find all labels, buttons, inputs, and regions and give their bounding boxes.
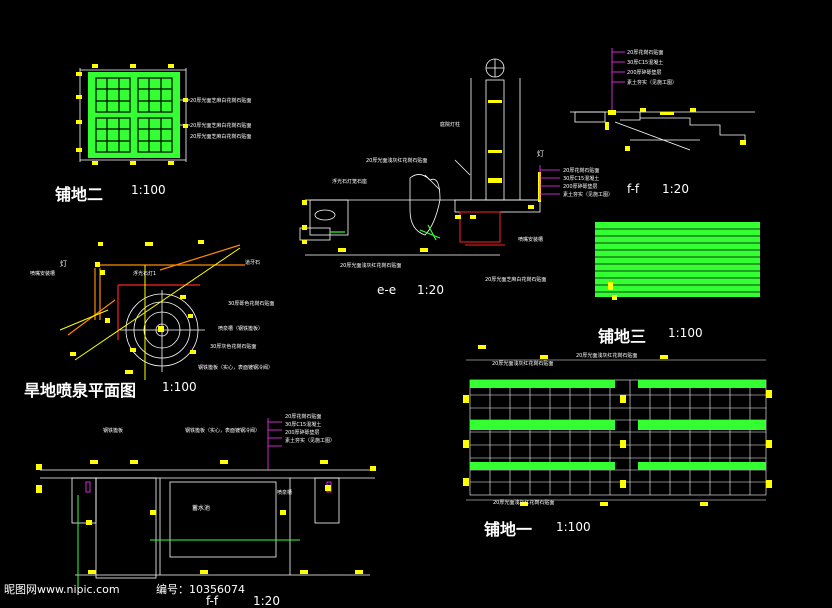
pave2-note-b: 20厚光面芝麻白花岗石贴面	[190, 123, 252, 129]
ee-top-note: 20厚光面浅灰红花岗石贴面	[366, 158, 428, 164]
ff-layer-4: 素土夯实（见施工图）	[627, 80, 678, 86]
fountain-ring-2: 喷泉槽（钢铁篦板）	[218, 326, 264, 332]
bottom-grate-detail-note: 钢铁篦板（实心，表面镀钢冷阀）	[185, 428, 261, 434]
ff-scale: 1:20	[662, 182, 689, 196]
ee-layer-2: 30厚C15混凝土	[563, 176, 600, 182]
fountain-scale: 1:100	[162, 380, 197, 394]
pave3-scale: 1:100	[668, 326, 703, 340]
fountain-nozzle-note: 喷嘴安装槽	[30, 271, 56, 277]
pave1-top-note-2: 20厚光面浅灰红花岗石贴面	[576, 353, 638, 359]
fountain-stone-note: 浮光石灯1	[133, 271, 157, 277]
pave1-top-note-1: 20厚光面浅灰红花岗石贴面	[492, 361, 554, 367]
ee-layer-4: 素土夯实（见施工图）	[563, 192, 614, 198]
pave2-grid	[76, 64, 190, 165]
pave1-title: 铺地一	[484, 520, 533, 539]
fountain-plan	[59, 240, 245, 380]
bottom-grate-note: 钢铁篦板	[103, 428, 124, 434]
ff-title: f-f	[627, 182, 640, 196]
fountain-ring-1: 30厚砾色花岗石贴面	[228, 301, 275, 307]
pave2-note-c: 20厚光面芝麻白花岗石贴面	[190, 134, 252, 140]
bottom-pool-label: 蓄水池	[192, 505, 211, 512]
pave3-title: 铺地三	[598, 327, 647, 346]
ee-lamp2-note: 灯	[537, 150, 544, 158]
ff-layer-2: 30厚C15混凝土	[627, 60, 664, 66]
bottom-drain-note: 喷泉槽	[277, 490, 293, 496]
ee-lamp-note: 庭院灯柱	[440, 122, 461, 128]
pave2-title: 铺地二	[55, 185, 104, 204]
bottom-layer-1: 20厚花岗石贴面	[285, 414, 322, 420]
ee-tree-note: 浮光石灯笼石座	[332, 179, 368, 185]
fountain-title: 旱地喷泉平面图	[24, 381, 137, 400]
pave3-note: 20厚光面芝麻白花岗石贴面	[485, 277, 547, 283]
ee-layer-1: 20厚花岗石贴面	[563, 168, 600, 174]
pave1-bottom-note: 20厚光面浅灰红花岗石贴面	[493, 500, 555, 506]
ff-layer-3: 200厚碎砾垫层	[627, 70, 662, 76]
pave3-brick	[595, 222, 760, 300]
fountain-ring-4: 钢铁篦板（实心，表面镀钢冷阀）	[198, 365, 274, 371]
pave2-scale: 1:100	[131, 183, 166, 197]
ee-layer-3: 200厚碎砾垫层	[563, 184, 598, 190]
bottom-section-scale: 1:20	[253, 594, 280, 608]
fountain-ring-3: 30厚灰色花岗石贴面	[210, 344, 257, 350]
watermark-id: 编号：10356074	[156, 583, 245, 596]
bottom-layer-4: 素土夯实（见施工图）	[285, 438, 336, 444]
bottom-layer-2: 30厚C15混凝土	[285, 422, 322, 428]
ee-section	[299, 58, 560, 256]
pave2-note-a: 20厚光面芝麻白花岗石贴面	[190, 98, 252, 104]
fountain-edge-note: 道牙石	[245, 260, 261, 266]
pave1-plan	[463, 345, 772, 506]
ff-section	[570, 48, 755, 151]
ee-drain-note: 喷嘴安装槽	[518, 237, 544, 243]
ff-layer-1: 20厚花岗石贴面	[627, 50, 664, 56]
ee-bottom-note: 20厚光面浅灰红花岗石贴面	[340, 263, 402, 269]
fountain-lamp-note: 灯	[60, 260, 67, 268]
watermark-site: 昵图网www.nipic.com	[4, 583, 120, 596]
ee-scale: 1:20	[417, 283, 444, 297]
pave1-scale: 1:100	[556, 520, 591, 534]
ee-title: e-e	[377, 283, 397, 297]
bottom-section	[36, 418, 376, 590]
bottom-layer-3: 200厚碎砾垫层	[285, 430, 320, 436]
